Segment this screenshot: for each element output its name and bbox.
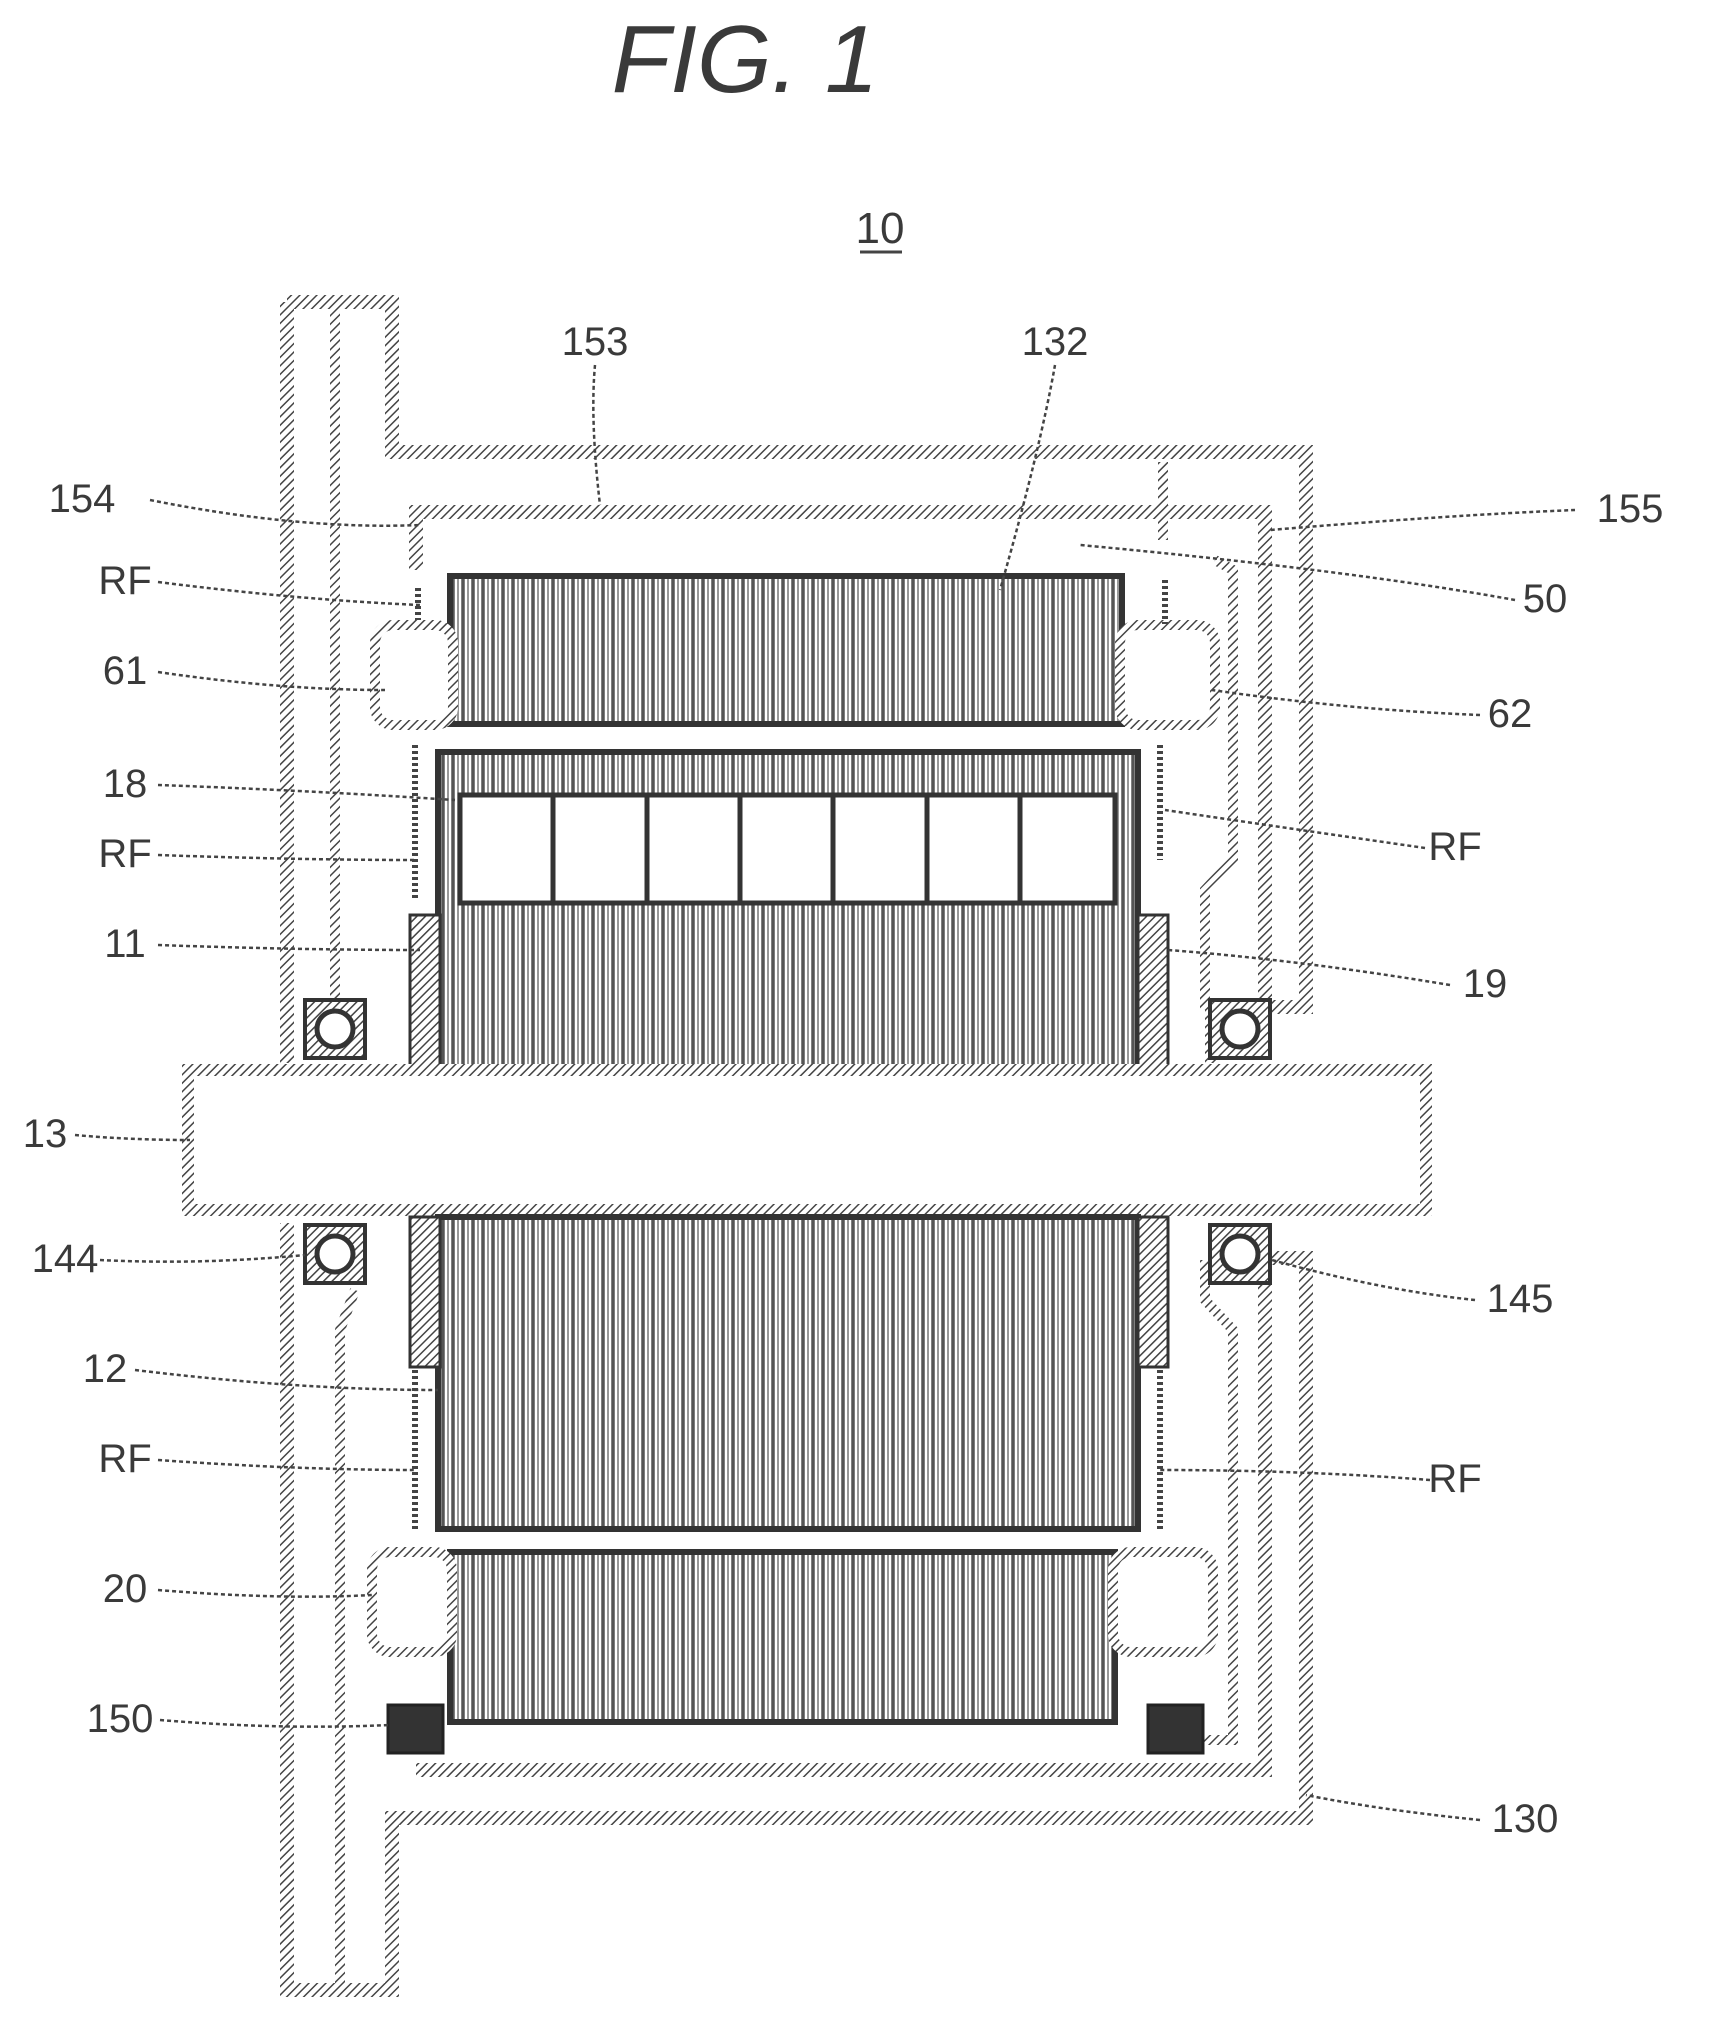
label-19: 19: [1463, 962, 1508, 1006]
label-130: 130: [1492, 1797, 1559, 1841]
label-62: 62: [1488, 692, 1533, 736]
stator-core-upper-132: [450, 576, 1122, 724]
coil-end-lower-left: [372, 1552, 452, 1652]
figure-title: FIG. 1: [612, 6, 879, 113]
label-12: 12: [83, 1347, 128, 1391]
rotor-core-lower-12: [438, 1217, 1138, 1529]
label-155: 155: [1597, 487, 1664, 531]
label-150: 150: [87, 1697, 154, 1741]
label-rf-mid-right: RF: [1428, 825, 1481, 869]
label-18: 18: [103, 762, 148, 806]
end-plate-19: [1138, 915, 1168, 1075]
label-11: 11: [104, 922, 146, 966]
stator-core-lower: [450, 1552, 1115, 1722]
label-rf-low-right: RF: [1428, 1457, 1481, 1501]
label-13: 13: [23, 1112, 68, 1156]
end-plate-lower-left: [410, 1217, 440, 1367]
label-50: 50: [1523, 577, 1568, 621]
seal-150-right: [1148, 1705, 1203, 1753]
label-153: 153: [562, 320, 629, 364]
end-plate-lower-right: [1138, 1217, 1168, 1367]
label-rf-low-left: RF: [98, 1437, 151, 1481]
label-145: 145: [1487, 1277, 1554, 1321]
label-132: 132: [1022, 320, 1089, 364]
coil-end-lower-right: [1113, 1552, 1213, 1652]
label-144: 144: [32, 1237, 99, 1281]
seal-150-left: [388, 1705, 443, 1753]
label-154: 154: [49, 477, 116, 521]
coil-end-61: [375, 625, 453, 725]
figure-reference-number: 10: [856, 204, 905, 253]
coil-end-62: [1120, 625, 1215, 725]
label-20: 20: [103, 1567, 148, 1611]
label-rf-mid-left: RF: [98, 832, 151, 876]
rotor-magnet-row: [460, 795, 1115, 903]
label-rf-top: RF: [98, 559, 151, 603]
end-plate-11: [410, 915, 440, 1075]
label-61: 61: [103, 649, 148, 693]
shaft-13: [188, 1070, 1426, 1210]
